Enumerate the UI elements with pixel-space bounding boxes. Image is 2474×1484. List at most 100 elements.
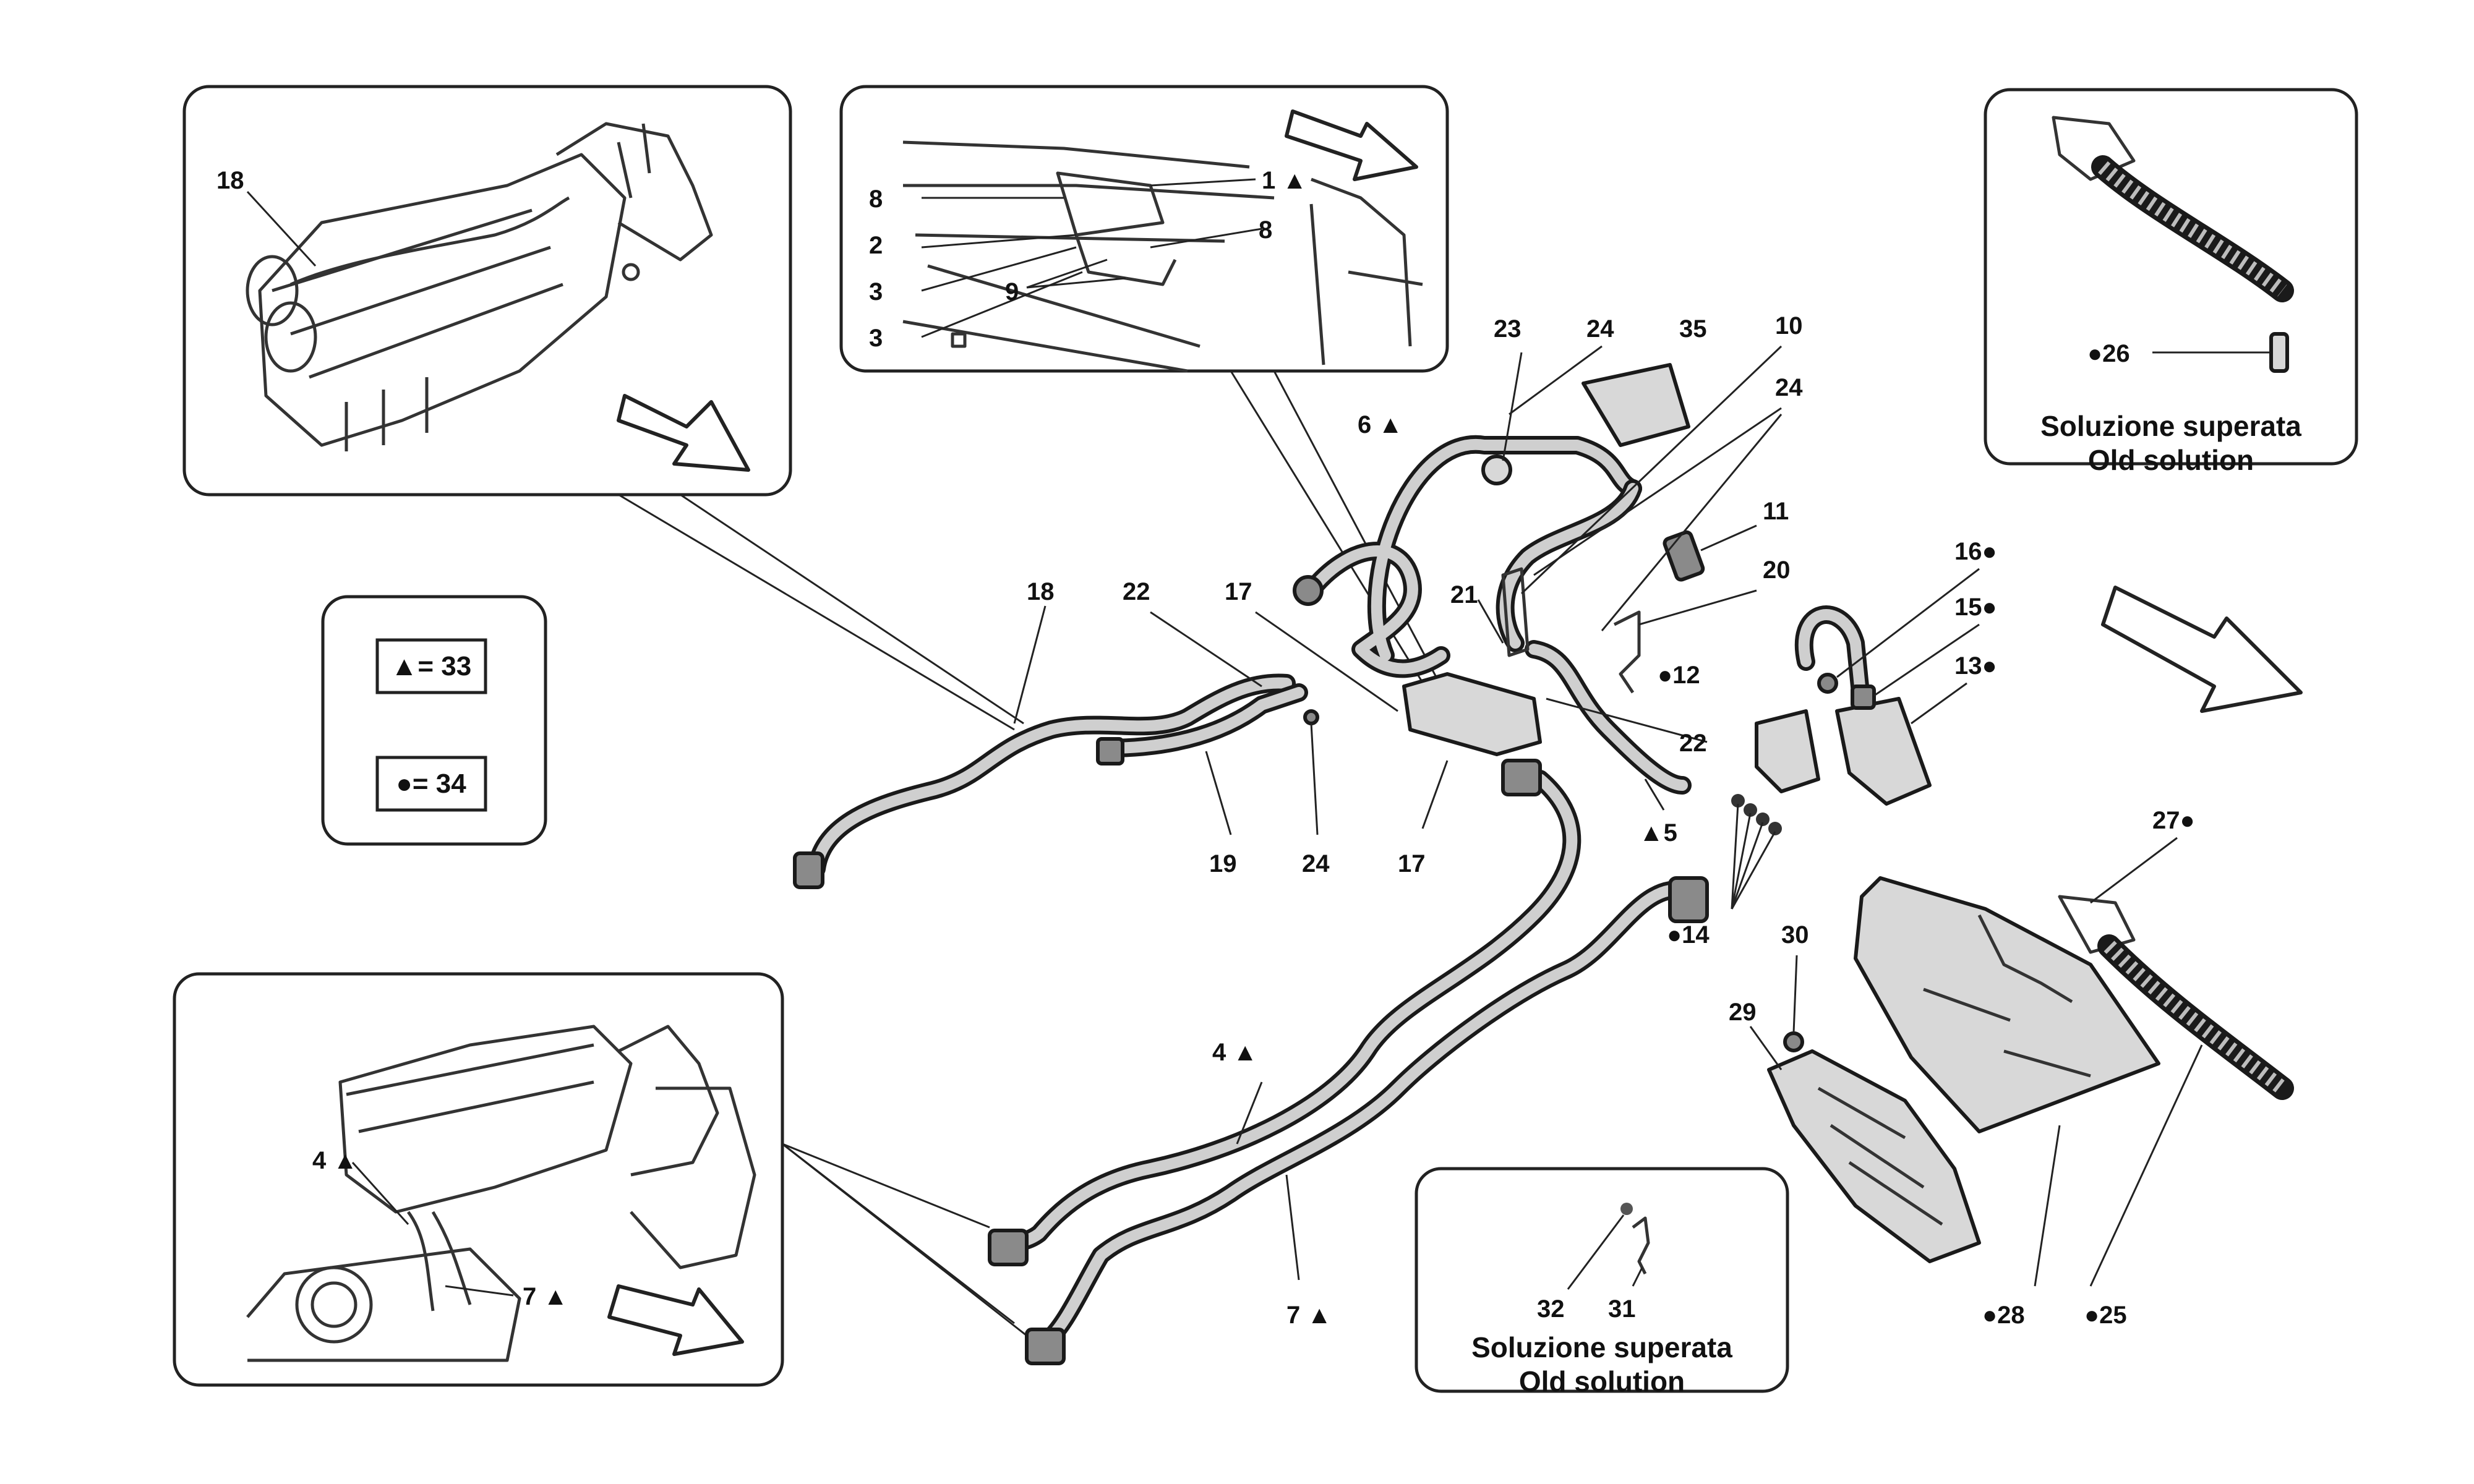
label-17-bottom: 17 (1398, 850, 1426, 877)
connector-7-end (1025, 1328, 1066, 1365)
leader-9a (1026, 258, 1108, 289)
label-18-main: 18 (1027, 578, 1055, 605)
label-20: 20 (1763, 556, 1791, 584)
label-32: 32 (1537, 1295, 1565, 1323)
leader-1 (1150, 178, 1256, 187)
label-2: 2 (869, 232, 883, 259)
connector-4-end (988, 1229, 1029, 1266)
label-16: 16● (1954, 538, 1997, 565)
label-35: 35 (1679, 315, 1707, 343)
label-4-inset: 4 ▲ (312, 1147, 357, 1174)
leader-3b (921, 271, 1083, 338)
leader-9b (1026, 277, 1126, 289)
old-solution-it-bottom: Soluzione superata (1471, 1331, 1732, 1363)
direction-arrow-bottom-left (607, 1284, 744, 1356)
label-1: 1 ▲ (1262, 167, 1307, 194)
label-28: ●28 (1982, 1302, 2025, 1329)
main-leaders (1013, 345, 2203, 1287)
label-22-left: 22 (1123, 578, 1150, 605)
label-8-left: 8 (869, 186, 883, 213)
leader-2 (921, 234, 1077, 249)
connector-18-end (793, 851, 824, 889)
valve-17 (1501, 759, 1542, 796)
inset-connectors (618, 370, 1442, 1337)
screws-14 (1731, 794, 1782, 835)
part-13 (1835, 697, 1932, 806)
old-solution-it-top: Soluzione superata (2040, 410, 2301, 442)
part-27 (2058, 895, 2136, 954)
leader-31 (1632, 1267, 1643, 1287)
leader-8b (1150, 228, 1262, 249)
label-25: ●25 (2084, 1302, 2127, 1329)
label-21: 21 (1450, 581, 1478, 608)
part-30 (1783, 1031, 1804, 1052)
leader-7-bottom (445, 1285, 514, 1297)
part-15 (1851, 684, 1876, 710)
label-10: 10 (1775, 312, 1803, 339)
label-27: 27● (2152, 807, 2195, 834)
label-31: 31 (1608, 1295, 1636, 1323)
label-3-upper: 3 (869, 278, 883, 305)
connector-5 (1668, 876, 1709, 923)
direction-arrow-top-left (617, 394, 750, 472)
inset-bracket-top: 1 ▲ 8 8 2 3 3 9 (839, 85, 1449, 373)
part-28 (1854, 876, 2160, 1133)
clip-24 (1303, 709, 1319, 725)
label-7-main: 7 ▲ (1286, 1302, 1332, 1329)
label-12: ●12 (1658, 662, 1700, 689)
inset-engine-bottom: 4 ▲ 7 ▲ (173, 972, 784, 1387)
label-18-top: 18 (216, 167, 244, 194)
bracket-21 (1501, 567, 1530, 657)
legend-triangle: ▲= 33 (391, 651, 471, 681)
main-labels: 23 24 35 10 24 6 ▲ 11 20 21 16● 15● 13● … (1027, 312, 2195, 1329)
inset-old-solution-top-right: ●26 Soluzione superata Old solution (1984, 88, 2358, 476)
label-14: ●14 (1667, 921, 1710, 949)
part-29 (1767, 1049, 1981, 1263)
leader-32 (1567, 1214, 1625, 1290)
label-9: 9 (1005, 278, 1019, 305)
part-16 (1817, 673, 1838, 694)
label-11: 11 (1763, 498, 1789, 525)
legend-circle: ●= 34 (396, 769, 466, 799)
label-6: 6 ▲ (1358, 411, 1403, 438)
part-11 (1663, 530, 1705, 582)
engine-illustration-bottom (246, 1025, 756, 1362)
label-30: 30 (1781, 921, 1809, 949)
label-19: 19 (1209, 850, 1237, 877)
label-17-top: 17 (1225, 578, 1252, 605)
old-solution-en-bottom: Old solution (1519, 1365, 1685, 1397)
label-26: ●26 (2087, 340, 2130, 367)
label-24-right: 24 (1775, 374, 1803, 401)
inset-old-solution-bottom: 32 31 Soluzione superata Old solution (1415, 1167, 1789, 1397)
part-31-old (1632, 1216, 1650, 1275)
label-8-right: 8 (1259, 216, 1272, 244)
legend: ▲= 33 ●= 34 (321, 595, 547, 846)
connector-6-end (1293, 575, 1324, 606)
label-13: 13● (1954, 652, 1997, 680)
label-3-lower: 3 (869, 325, 883, 352)
engine-illustration-top (246, 122, 713, 451)
label-22-right: 22 (1679, 730, 1707, 757)
label-4-main: 4 ▲ (1212, 1039, 1257, 1066)
main-components (793, 363, 2303, 1365)
part-12 (1755, 709, 1820, 793)
label-24-top: 24 (1586, 315, 1614, 343)
leader-3a (921, 246, 1077, 292)
part-35 (1582, 363, 1690, 447)
main-hoses (807, 435, 1871, 1351)
label-5: ▲5 (1639, 819, 1677, 846)
connector-19-end (1096, 737, 1124, 765)
filler-hose-old-illustration (2052, 116, 2294, 373)
canister-valve (1402, 672, 1542, 756)
label-15: 15● (1954, 594, 1997, 621)
bracket-20 (1613, 610, 1641, 694)
label-23: 23 (1494, 315, 1522, 343)
direction-arrow-main (2101, 586, 2303, 713)
old-solution-en-top: Old solution (2088, 444, 2254, 476)
label-24-bottom: 24 (1302, 850, 1330, 877)
leader-18-top (246, 190, 317, 267)
hose-18 (807, 673, 1296, 878)
part-32-old (1620, 1203, 1633, 1215)
label-29: 29 (1729, 999, 1757, 1026)
